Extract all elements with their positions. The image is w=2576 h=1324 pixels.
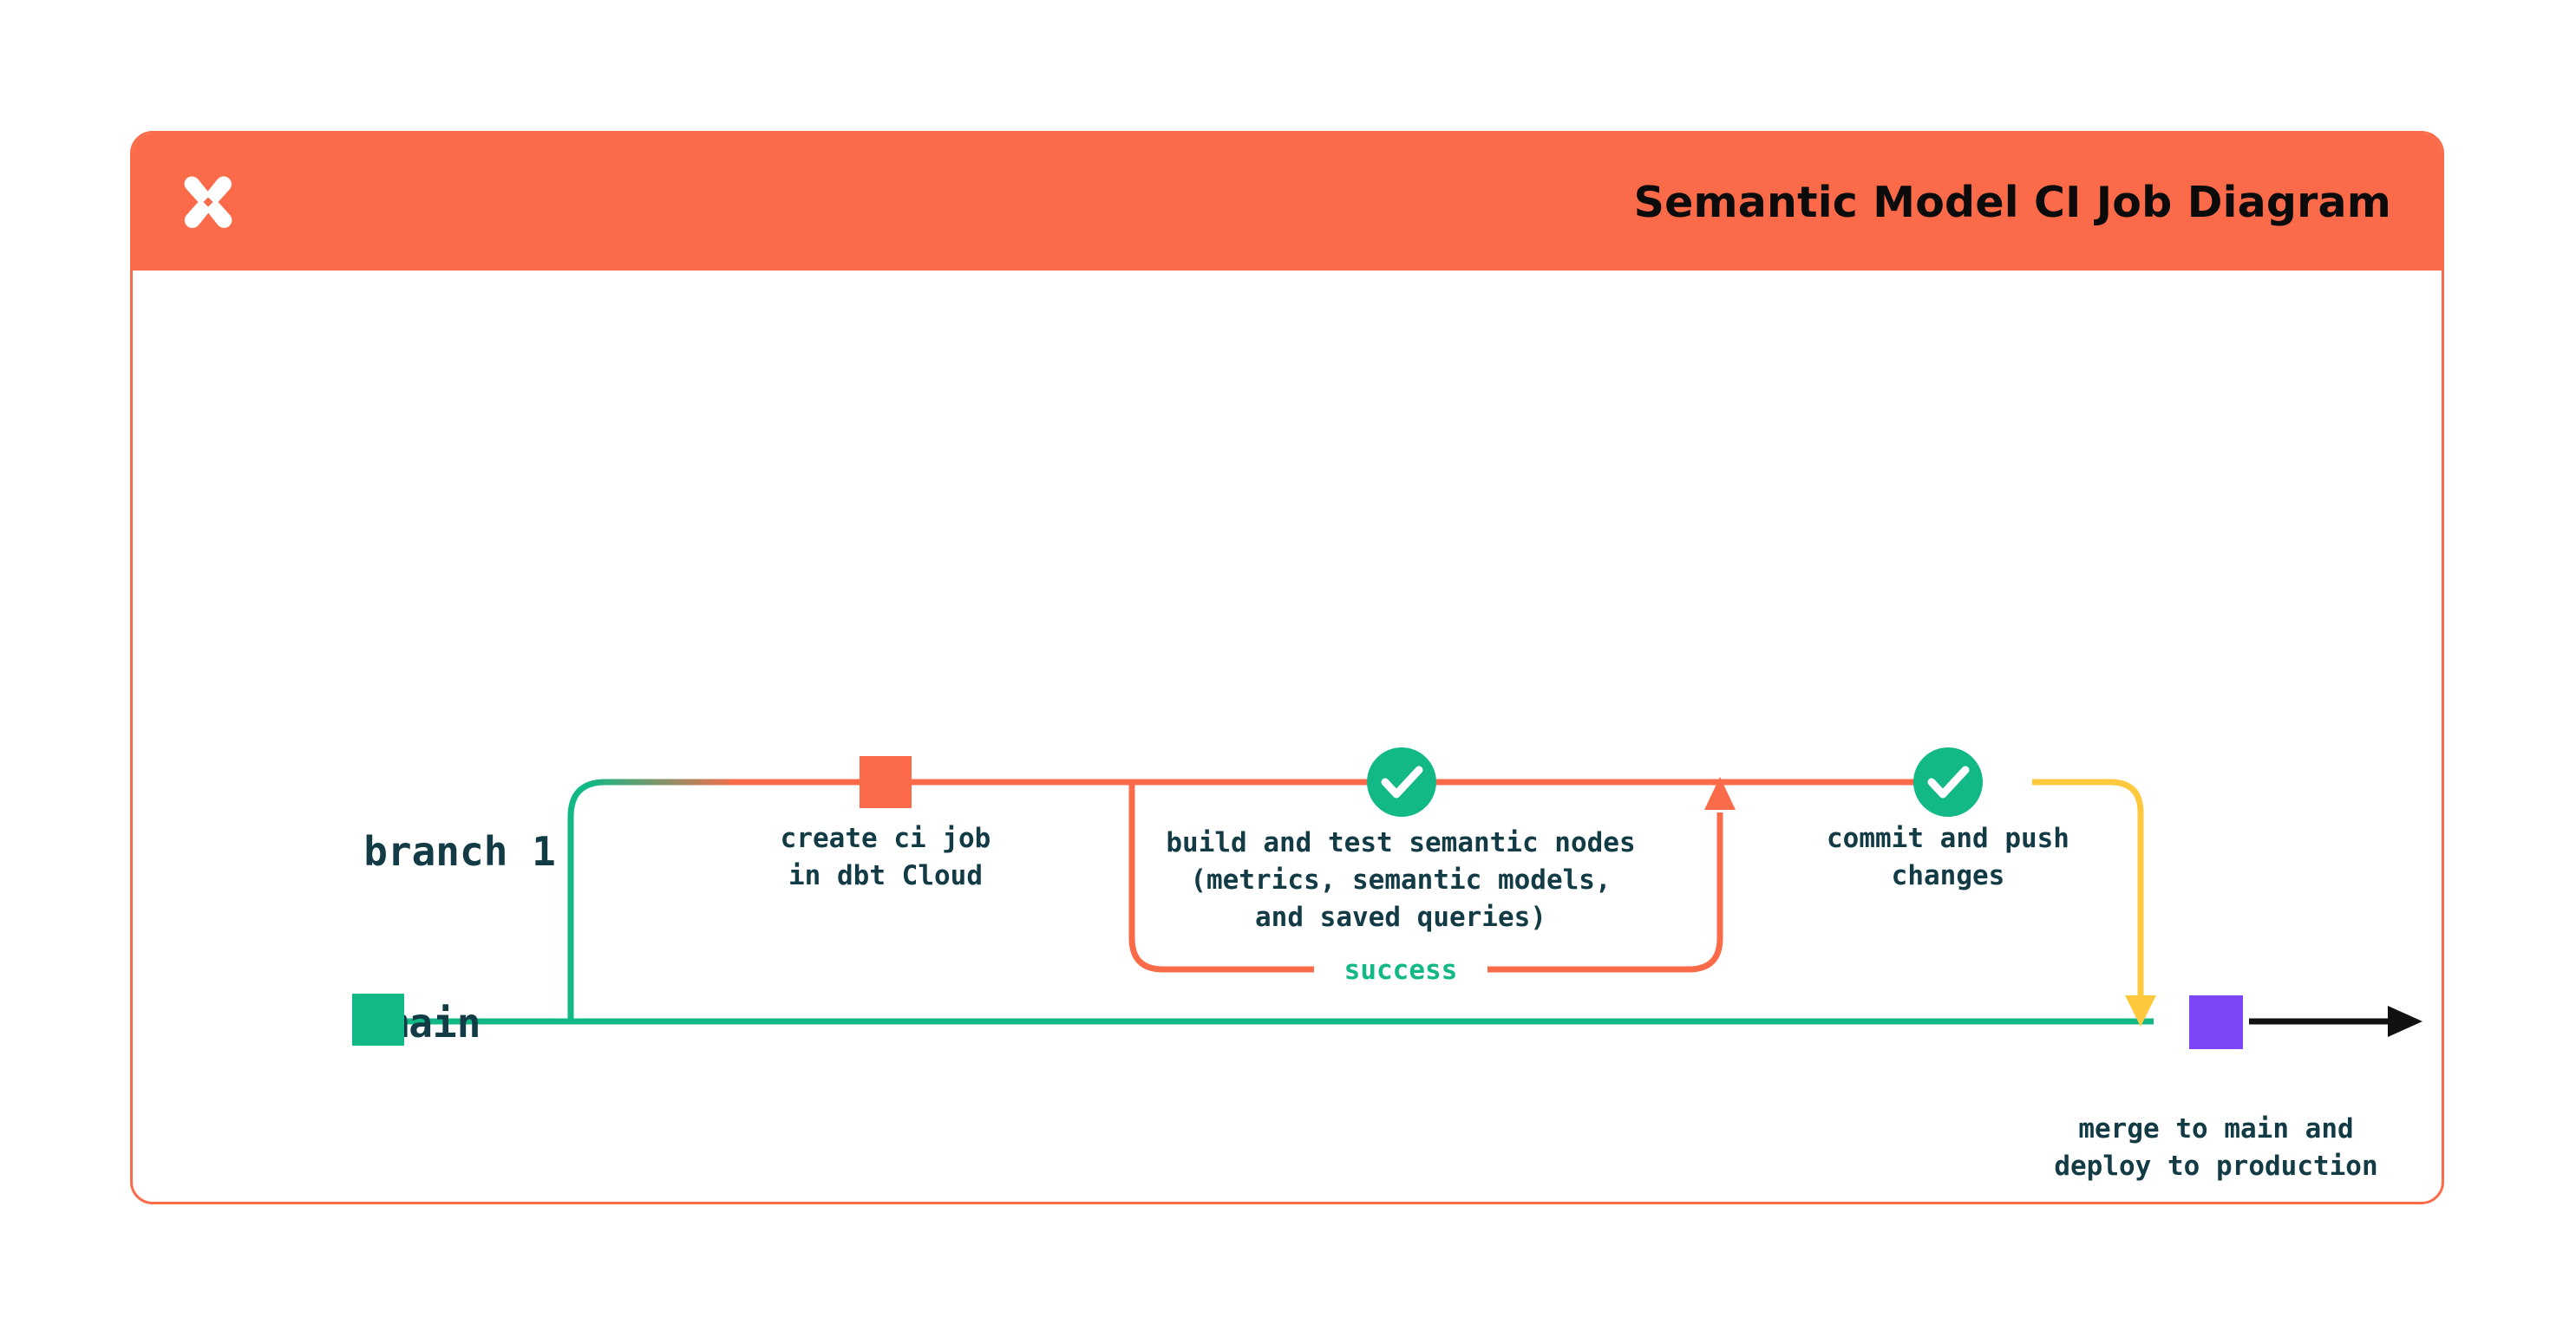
- node-marker-create-ci-job[interactable]: [860, 756, 912, 808]
- node-label-commit-and-push-line-1: commit and push: [1827, 823, 2069, 854]
- success-loop-left: [1128, 784, 1314, 973]
- success-edge-label: success: [1344, 955, 1458, 986]
- node-label-build-and-test-line-2: (metrics, semantic models,: [1190, 864, 1611, 896]
- success-arrow-up-icon: [1704, 777, 1736, 810]
- node-marker-merge-to-main[interactable]: [2189, 995, 2243, 1049]
- node-label-merge-to-main-line-1: merge to main and: [2078, 1113, 2353, 1145]
- main-start-marker[interactable]: [352, 994, 404, 1046]
- node-label-merge-to-main-line-2: deploy to production: [2054, 1151, 2377, 1182]
- node-label-commit-and-push-line-2: changes: [1892, 860, 2005, 891]
- diagram-card: Semantic Model CI Job Diagram: [130, 131, 2444, 1204]
- node-marker-commit-and-push[interactable]: [1913, 747, 1983, 817]
- page-title: Semantic Model CI Job Diagram: [1633, 177, 2391, 227]
- node-marker-build-and-test[interactable]: [1367, 747, 1436, 817]
- node-label-create-ci-job-line-2: in dbt Cloud: [788, 860, 983, 891]
- check-icon: [1381, 766, 1423, 799]
- merge-arrow-down-icon: [2125, 995, 2156, 1027]
- dbt-logo-icon: [184, 176, 232, 229]
- check-icon: [1927, 766, 1970, 799]
- main-arrow-right-icon: [2388, 1006, 2422, 1037]
- success-loop-right: [1487, 812, 1723, 973]
- merge-edge-line: [2032, 779, 2144, 1003]
- card-body: success branch 1 main: [133, 271, 2442, 1202]
- branch-split-curve: [567, 779, 740, 1021]
- node-label-create-ci-job-line-1: create ci job: [781, 823, 991, 854]
- node-label-build-and-test-line-1: build and test semantic nodes: [1166, 827, 1635, 858]
- card-header: Semantic Model CI Job Diagram: [133, 134, 2442, 271]
- ci-job-diagram: success branch 1 main: [352, 747, 2422, 1182]
- branch-label-branch-1: branch 1: [363, 828, 556, 875]
- node-label-build-and-test-line-3: and saved queries): [1255, 902, 1546, 933]
